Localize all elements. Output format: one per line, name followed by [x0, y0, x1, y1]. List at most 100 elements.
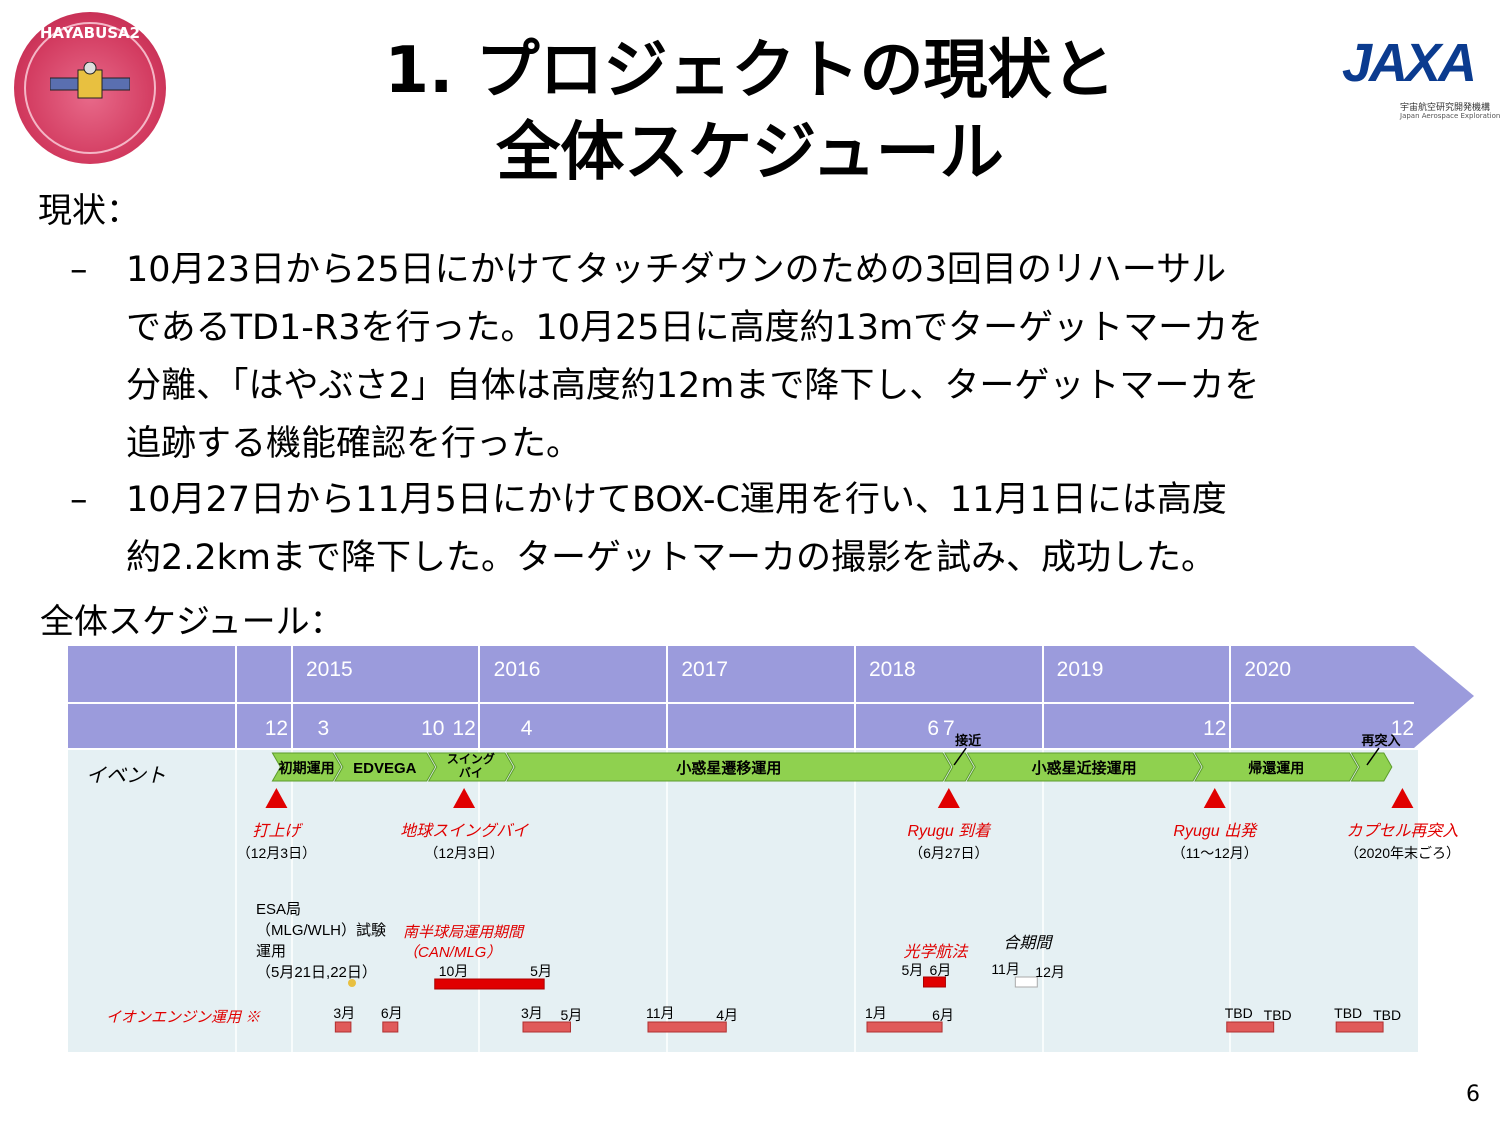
bullet-item: – 10月23日から25日にかけてタッチダウンのための3回目のリハーサル である…	[70, 241, 1490, 473]
phase-chevron	[506, 752, 952, 782]
year-label: 2020	[1244, 658, 1291, 681]
milestone-name: 地球スイングバイ	[400, 822, 529, 840]
ion-engine-bar	[1335, 1021, 1384, 1033]
chart-body	[68, 750, 1418, 1052]
bar-start-label: TBD	[1225, 1005, 1253, 1021]
bullet-line: 10月23日から25日にかけてタッチダウンのための3回目のリハーサル	[126, 250, 1227, 290]
month-label: 10	[421, 717, 444, 740]
conjunction-bar	[1014, 976, 1038, 988]
bar-start-label: 6月	[381, 1005, 403, 1021]
bullet-line: 10月27日から11月5日にかけてBOX-C運用を行い、11月1日には高度	[126, 480, 1227, 520]
month-label: 4	[521, 717, 533, 740]
southern-station-label: （CAN/MLG）	[403, 944, 501, 961]
ion-engine-bar	[334, 1021, 352, 1033]
bar-end-label: 6月	[932, 1007, 954, 1023]
bullet-line: 分離、「はやぶさ2」自体は高度約12mまで降下し、ターゲットマーカを	[126, 366, 1260, 406]
year-label: 2019	[1057, 658, 1104, 681]
milestone-marker	[1203, 788, 1226, 808]
phase-chevron	[943, 752, 974, 782]
bullet-dash: –	[70, 250, 88, 290]
bar-start-label: 3月	[333, 1005, 355, 1021]
phase-chevron	[966, 752, 1202, 782]
milestone-marker	[453, 788, 476, 808]
milestone-date: （11～12月）	[1172, 845, 1258, 861]
bar-end-label: 4月	[716, 1007, 738, 1023]
jaxa-logo: JAXA 宇宙航空研究開発機構 Japan Aerospace Explorat…	[1318, 28, 1500, 126]
conjunction-label: 合期間	[1003, 934, 1053, 952]
phase-chevron	[427, 752, 514, 782]
schedule-heading: 全体スケジュール：	[40, 602, 344, 642]
bullet-dash: –	[70, 480, 88, 520]
bullet-text: 10月27日から11月5日にかけてBOX-C運用を行い、11月1日には高度 約2…	[126, 471, 1227, 587]
bar-start-label: 3月	[521, 1005, 543, 1021]
phase-label: 小惑星遷移運用	[676, 759, 781, 777]
year-label: 2016	[494, 658, 541, 681]
bar-end-label: 5月	[530, 963, 552, 979]
southern-station-bar	[434, 978, 545, 990]
bar-start-label: 11月	[646, 1005, 675, 1021]
bullet-line: であるTD1-R3を行った。10月25日に高度約13mでターゲットマーカを	[126, 308, 1264, 348]
callout-pointer	[1366, 747, 1380, 766]
jaxa-logo-subtitle-en: Japan Aerospace Exploration Agency	[1400, 112, 1500, 120]
phase-chevron	[1350, 752, 1393, 782]
phase-chevron	[1194, 752, 1359, 782]
optical-navigation-label: 光学航法	[903, 943, 969, 961]
month-label: 12	[1203, 717, 1226, 740]
milestone-date: （12月3日）	[237, 845, 316, 861]
phase-label: バイ	[459, 766, 483, 780]
phase-label: EDVEGA	[353, 760, 417, 777]
ion-engine-bar	[866, 1021, 943, 1033]
milestone-date: （12月3日）	[424, 845, 503, 861]
milestone-marker	[937, 788, 960, 808]
bar-start-label: 11月	[991, 961, 1020, 977]
month-label: 7	[943, 717, 955, 740]
year-label: 2017	[681, 658, 728, 681]
month-label: 6	[927, 717, 939, 740]
esa-note-line: （5月21日,22日）	[256, 964, 377, 981]
ion-engine-bar	[647, 1021, 727, 1033]
title-line-2: 全体スケジュール	[496, 116, 1004, 190]
bullet-line: 追跡する機能確認を行った。	[126, 424, 582, 464]
bar-end-label: TBD	[1373, 1007, 1401, 1023]
southern-station-label: 南半球局運用期間	[403, 924, 525, 941]
bar-start-label: 5月	[901, 962, 923, 978]
esa-note-line: ESA局	[256, 901, 301, 918]
esa-note-line: （MLG/WLH）試験	[256, 922, 386, 939]
bar-start-label: 1月	[865, 1005, 887, 1021]
slide-title: 1. プロジェクトの現状と 全体スケジュール	[0, 30, 1500, 194]
milestone-name: Ryugu 出発	[1173, 822, 1258, 840]
mission-logo-text: HAYABUSA2	[39, 24, 141, 42]
title-line-1: 1. プロジェクトの現状と	[384, 34, 1116, 108]
month-label: 12	[1391, 717, 1414, 740]
phase-label: 帰還運用	[1248, 760, 1304, 776]
spacecraft-icon	[50, 62, 130, 99]
bullet-text: 10月23日から25日にかけてタッチダウンのための3回目のリハーサル であるTD…	[126, 241, 1263, 473]
bullet-item: – 10月27日から11月5日にかけてBOX-C運用を行い、11月1日には高度 …	[70, 471, 1490, 587]
phase-chevron	[334, 752, 436, 782]
milestone-name: カプセル再突入	[1346, 822, 1458, 840]
ion-engine-bar	[382, 1021, 399, 1033]
milestone-name: Ryugu 到着	[907, 822, 992, 840]
milestone-date: （2020年末ごろ）	[1345, 845, 1460, 861]
milestone-name: 打上げ	[252, 822, 303, 840]
ion-engine-bar	[1226, 1021, 1275, 1033]
bar-end-label: 6月	[929, 962, 951, 978]
bar-end-label: 5月	[560, 1007, 582, 1023]
event-row-label: イベント	[86, 765, 166, 787]
month-label: 3	[317, 717, 329, 740]
timeline-header	[68, 646, 1474, 748]
month-label: 12	[265, 717, 288, 740]
bar-end-label: TBD	[1264, 1007, 1292, 1023]
phase-label: スイング	[447, 751, 495, 766]
bullet-line: 約2.2kmまで降下した。ターゲットマーカの撮影を試み、成功した。	[126, 538, 1217, 578]
optical-navigation-bar	[922, 976, 946, 988]
page-number: 6	[1466, 1082, 1480, 1107]
hayabusa2-mission-logo: HAYABUSA2	[14, 12, 166, 164]
jaxa-logo-subtitle-ja: 宇宙航空研究開発機構	[1400, 103, 1491, 113]
status-heading: 現状：	[38, 191, 140, 231]
phase-callout: 接近	[955, 733, 981, 748]
logo-ring	[24, 22, 156, 154]
phase-label: 小惑星近接運用	[1032, 759, 1137, 777]
bar-start-label: TBD	[1334, 1005, 1362, 1021]
